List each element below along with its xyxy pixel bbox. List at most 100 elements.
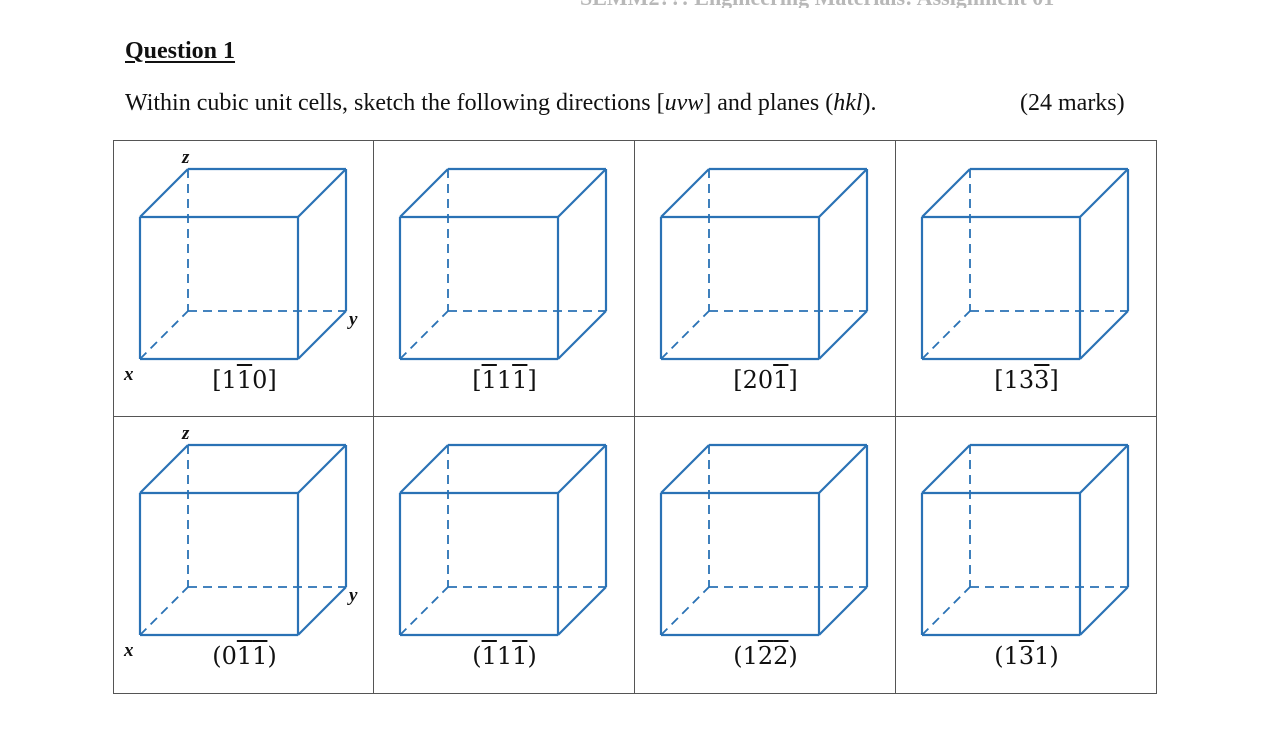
cube-edge bbox=[297, 444, 347, 494]
bracket-open: ( bbox=[994, 642, 1004, 670]
cube-edge bbox=[557, 310, 607, 360]
cube-hidden-edge bbox=[399, 586, 449, 636]
axis-label-z: z bbox=[182, 147, 190, 168]
instruction-hkl: hkl bbox=[833, 90, 863, 116]
index-digit: 2 bbox=[757, 642, 774, 670]
cube-hidden-edge bbox=[660, 310, 710, 360]
bracket-open: [ bbox=[733, 366, 743, 394]
index-digit: 3 bbox=[1034, 366, 1050, 394]
index-digit: 1 bbox=[1003, 366, 1019, 394]
axis-label-y: y bbox=[349, 309, 358, 330]
direction-cell: [201] bbox=[635, 140, 896, 417]
cube-edge bbox=[139, 444, 189, 494]
cube-edge bbox=[818, 310, 868, 360]
question-title: Question 1 bbox=[125, 38, 236, 64]
instruction-text-start: Within cubic unit cells, sketch the foll… bbox=[125, 90, 665, 116]
plane-label: (111) bbox=[374, 642, 635, 670]
index-digit: 2 bbox=[773, 642, 789, 670]
index-digit: 1 bbox=[512, 366, 528, 394]
cube-edge bbox=[660, 444, 710, 494]
unit-cube bbox=[138, 167, 348, 361]
plane-label: (122) bbox=[635, 642, 896, 670]
bracket-close: ] bbox=[527, 366, 537, 394]
bracket-close: ] bbox=[1049, 366, 1059, 394]
instruction-uvw: uvw bbox=[664, 90, 704, 116]
direction-label: [201] bbox=[635, 366, 896, 394]
direction-cell: [133] bbox=[896, 140, 1157, 417]
index-digit: 1 bbox=[221, 366, 237, 394]
bracket-close: ] bbox=[267, 366, 277, 394]
index-digit: 1 bbox=[1003, 642, 1019, 670]
cube-hidden-edge bbox=[139, 310, 189, 360]
cube-edge bbox=[818, 586, 868, 636]
unit-cube bbox=[920, 443, 1130, 637]
index-digit: 1 bbox=[496, 642, 513, 670]
cube-edge bbox=[1079, 168, 1129, 218]
plane-label: (131) bbox=[896, 642, 1157, 670]
unit-cube bbox=[398, 443, 608, 637]
cube-edge bbox=[660, 168, 710, 218]
plane-cell: (131) bbox=[896, 417, 1157, 694]
direction-label: [111] bbox=[374, 366, 635, 394]
axis-label-x: x bbox=[124, 640, 134, 661]
index-digit: 3 bbox=[1018, 366, 1035, 394]
axis-label-z: z bbox=[182, 423, 190, 444]
bracket-open: [ bbox=[472, 366, 482, 394]
instruction-text-end: ). bbox=[862, 90, 877, 116]
index-digit: 1 bbox=[773, 366, 789, 394]
plane-label: (011) bbox=[114, 642, 375, 670]
cube-edge bbox=[297, 310, 347, 360]
index-digit: 0 bbox=[252, 366, 268, 394]
cube-edge bbox=[139, 168, 189, 218]
unit-cube bbox=[138, 443, 348, 637]
cube-edge bbox=[818, 168, 868, 218]
index-digit: 1 bbox=[1034, 642, 1050, 670]
cube-edge bbox=[399, 168, 449, 218]
question-instruction: Within cubic unit cells, sketch the foll… bbox=[125, 90, 877, 117]
bracket-open: ( bbox=[472, 642, 482, 670]
cube-edge bbox=[1079, 586, 1129, 636]
plane-cell: z y x(011) bbox=[113, 417, 374, 694]
cube-hidden-edge bbox=[399, 310, 449, 360]
index-digit: 3 bbox=[1018, 642, 1035, 670]
cube-hidden-edge bbox=[139, 586, 189, 636]
direction-label: [110] bbox=[114, 366, 375, 394]
index-digit: 1 bbox=[252, 642, 268, 670]
cube-edge bbox=[818, 444, 868, 494]
plane-cell: (111) bbox=[374, 417, 635, 694]
index-digit: 1 bbox=[481, 642, 497, 670]
page-header: SEMM2??: Engineering Materials: Assignme… bbox=[580, 0, 1160, 8]
index-digit: 2 bbox=[742, 366, 758, 394]
index-digit: 0 bbox=[221, 642, 237, 670]
bracket-open: [ bbox=[212, 366, 222, 394]
axis-label-y: y bbox=[349, 585, 358, 606]
unit-cube bbox=[659, 443, 869, 637]
cube-edge bbox=[557, 586, 607, 636]
marks-label: (24 marks) bbox=[1020, 90, 1125, 116]
cube-edge bbox=[1079, 444, 1129, 494]
unit-cube bbox=[920, 167, 1130, 361]
cube-edge bbox=[921, 444, 971, 494]
cube-edge bbox=[297, 586, 347, 636]
cube-edge bbox=[399, 444, 449, 494]
cube-hidden-edge bbox=[660, 586, 710, 636]
bracket-close: ) bbox=[788, 642, 798, 670]
bracket-close: ] bbox=[788, 366, 798, 394]
cube-hidden-edge bbox=[921, 586, 971, 636]
direction-label: [133] bbox=[896, 366, 1157, 394]
bracket-open: [ bbox=[994, 366, 1004, 394]
cube-edge bbox=[1079, 310, 1129, 360]
unit-cube bbox=[659, 167, 869, 361]
index-digit: 1 bbox=[236, 366, 253, 394]
cube-edge bbox=[921, 168, 971, 218]
bracket-open: ( bbox=[212, 642, 222, 670]
unit-cube bbox=[398, 167, 608, 361]
cube-edge bbox=[297, 168, 347, 218]
bracket-close: ) bbox=[527, 642, 537, 670]
cube-hidden-edge bbox=[921, 310, 971, 360]
index-digit: 1 bbox=[512, 642, 528, 670]
bracket-open: ( bbox=[733, 642, 743, 670]
plane-cell: (122) bbox=[635, 417, 896, 694]
